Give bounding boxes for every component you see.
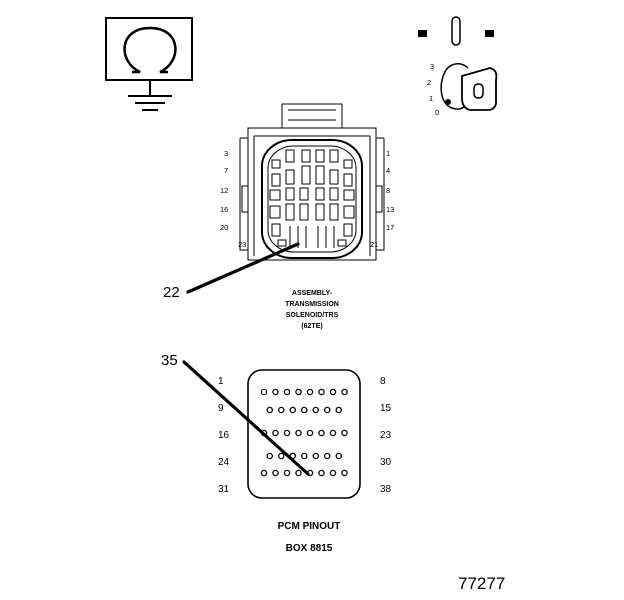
pcm-pin-hole bbox=[341, 388, 348, 396]
pcm-caption-title: PCM PINOUT bbox=[277, 521, 341, 532]
pcm-pin-hole bbox=[335, 452, 342, 460]
pcm-pin-hole bbox=[260, 469, 268, 477]
pcm-row-start-label: 31 bbox=[218, 484, 230, 495]
solenoid-pin-label: 21 bbox=[370, 240, 379, 249]
pcm-pin-hole bbox=[277, 406, 285, 414]
caption-line: SOLENOID/TRS bbox=[285, 312, 339, 319]
pcm-pin-hole bbox=[295, 469, 302, 477]
figure-number: 77277 bbox=[458, 574, 506, 593]
pcm-pin-hole bbox=[318, 429, 325, 437]
probe-line-22 bbox=[186, 242, 300, 294]
probe-line-35 bbox=[182, 360, 310, 476]
pcm-pin-hole bbox=[266, 406, 273, 414]
pcm-pin-hole bbox=[300, 406, 308, 414]
solenoid-pin-label: 3 bbox=[224, 149, 229, 158]
pcm-pin-grid bbox=[260, 388, 348, 477]
pcm-pin-hole bbox=[260, 388, 268, 396]
pcm-row-start-label: 16 bbox=[218, 430, 230, 441]
pcm-pin-hole bbox=[272, 429, 279, 437]
caption-line: ASSEMBLY- bbox=[291, 290, 333, 297]
solenoid-connector bbox=[239, 103, 385, 261]
pcm-pin-hole bbox=[272, 469, 279, 477]
caption-line: (62TE) bbox=[301, 323, 323, 330]
pcm-connector bbox=[247, 369, 361, 499]
pcm-row-start-label: 9 bbox=[218, 403, 224, 414]
pcm-pin-hole bbox=[318, 388, 325, 396]
ohmmeter-icon bbox=[105, 17, 193, 111]
pcm-pin-hole bbox=[283, 429, 291, 437]
pcm-pin-hole bbox=[295, 388, 302, 396]
pcm-row-end-label: 23 bbox=[380, 430, 392, 441]
key-position-label: 3 bbox=[430, 62, 435, 71]
solenoid-pin-label: 12 bbox=[220, 186, 229, 195]
callout-22: 22 bbox=[163, 284, 180, 301]
pcm-pin-hole bbox=[283, 388, 291, 396]
pcm-pin-hole bbox=[289, 406, 296, 414]
solenoid-pin-label: 7 bbox=[224, 166, 229, 175]
pcm-row-end-label: 8 bbox=[380, 376, 386, 387]
key-position-label: 2 bbox=[427, 78, 432, 87]
pcm-pin-hole bbox=[323, 452, 331, 460]
solenoid-pin-label: 8 bbox=[386, 186, 391, 195]
solenoid-pin-label: 16 bbox=[220, 205, 229, 214]
pcm-pin-hole bbox=[289, 452, 296, 460]
pcm-pin-hole bbox=[260, 429, 268, 437]
pcm-caption-box: BOX 8815 bbox=[285, 543, 333, 554]
solenoid-pin-label: 13 bbox=[386, 205, 395, 214]
pcm-pin-hole bbox=[329, 388, 337, 396]
solenoid-pin-label: 4 bbox=[386, 166, 391, 175]
caption-line: TRANSMISSION bbox=[285, 301, 339, 308]
solenoid-pin-label: 23 bbox=[238, 240, 247, 249]
solenoid-caption: ASSEMBLY- TRANSMISSION SOLENOID/TRS (62T… bbox=[262, 288, 362, 332]
ignition-switch-icon bbox=[418, 16, 498, 111]
key-position-label: 1 bbox=[429, 94, 434, 103]
pcm-pin-hole bbox=[272, 388, 279, 396]
pcm-pin-hole bbox=[306, 388, 314, 396]
pcm-pin-hole bbox=[312, 452, 319, 460]
pcm-row-start-label: 24 bbox=[218, 457, 230, 468]
pcm-pin-hole bbox=[329, 429, 337, 437]
pcm-pin-hole bbox=[335, 406, 342, 414]
key-position-label: 0 bbox=[435, 108, 440, 117]
pcm-pin-hole bbox=[283, 469, 291, 477]
pcm-pin-hole bbox=[312, 406, 319, 414]
pcm-pin-hole bbox=[323, 406, 331, 414]
pcm-pin-hole bbox=[266, 452, 273, 460]
pcm-pin-hole bbox=[341, 469, 348, 477]
solenoid-pin-label: 20 bbox=[220, 223, 229, 232]
pcm-pin-hole bbox=[306, 429, 314, 437]
solenoid-pin-label: 1 bbox=[386, 149, 391, 158]
pcm-row-end-label: 30 bbox=[380, 457, 392, 468]
pcm-pin-hole bbox=[318, 469, 325, 477]
pcm-pin-hole bbox=[295, 429, 302, 437]
pcm-pin-hole bbox=[306, 469, 314, 477]
pcm-pin-hole bbox=[341, 429, 348, 437]
pcm-row-end-label: 15 bbox=[380, 403, 392, 414]
callout-35: 35 bbox=[161, 352, 178, 369]
pcm-pin-hole bbox=[300, 452, 308, 460]
pcm-pin-hole bbox=[277, 452, 285, 460]
pcm-row-start-label: 1 bbox=[218, 376, 224, 387]
solenoid-pin-label: 17 bbox=[386, 223, 395, 232]
pcm-row-end-label: 38 bbox=[380, 484, 392, 495]
pcm-pin-hole bbox=[329, 469, 337, 477]
